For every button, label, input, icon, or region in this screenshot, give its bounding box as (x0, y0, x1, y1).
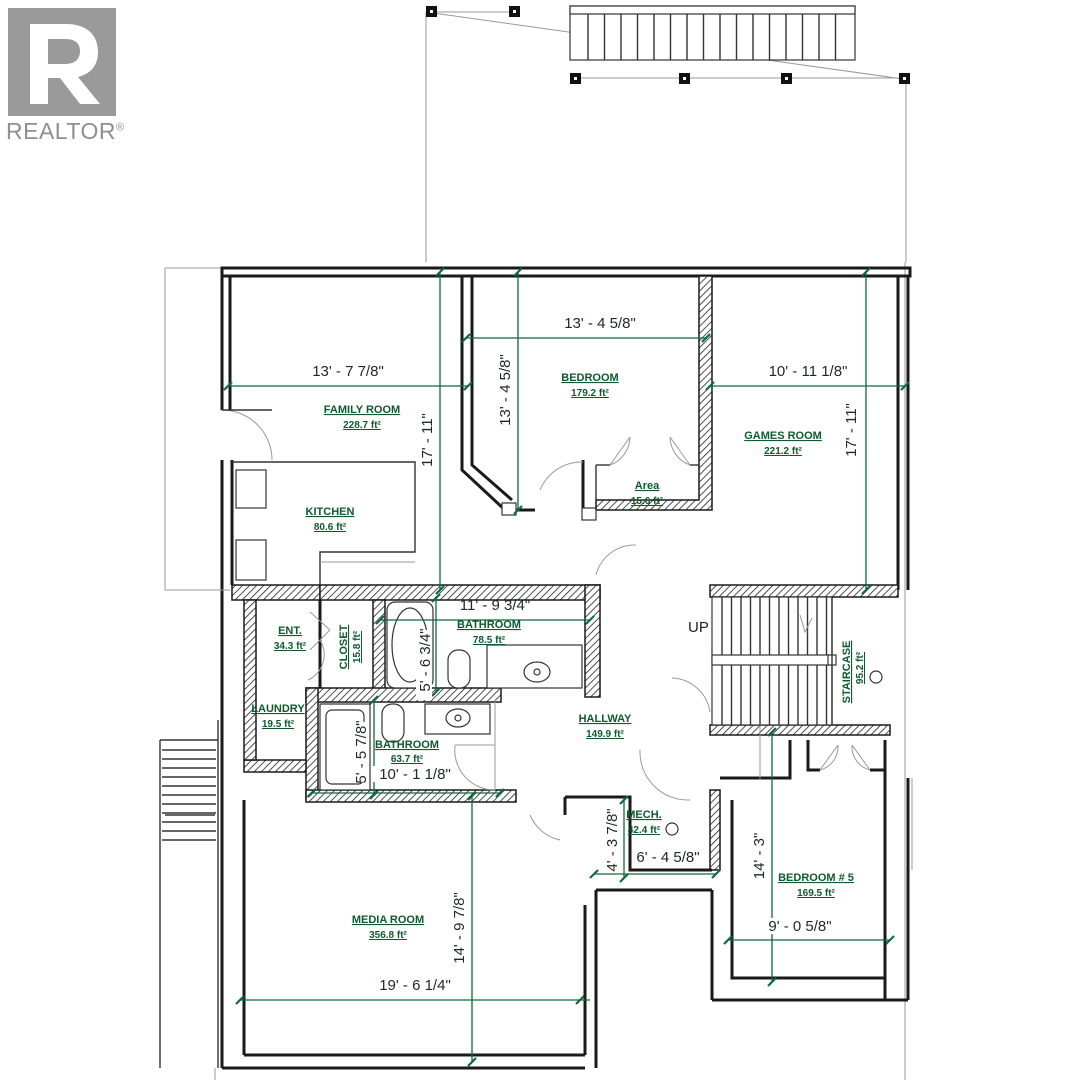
bedroom-walls (460, 275, 713, 521)
label-bedroom: BEDROOM (561, 372, 618, 384)
area-hallway: 149.9 ft² (586, 729, 624, 740)
area-bathroom-2: 63.7 ft² (391, 754, 424, 765)
dim-games-depth: 17' - 11" (843, 403, 860, 457)
realtor-logo (8, 8, 116, 116)
area-mech: 42.4 ft² (628, 825, 661, 836)
label-bedroom-5: BEDROOM # 5 (778, 872, 854, 884)
label-closet: CLOSET (338, 624, 350, 669)
label-kitchen: KITCHEN (306, 506, 355, 518)
dim-mech-width: 6' - 4 5/8" (636, 849, 699, 866)
dim-bed5-depth: 14' - 3" (751, 833, 768, 880)
exterior-stair-left (159, 589, 230, 1068)
label-hallway: HALLWAY (579, 713, 632, 725)
area-bedroom-5: 169.5 ft² (797, 888, 835, 899)
area-bathroom-1: 78.5 ft² (473, 635, 506, 646)
dim-bath1-width: 11' - 9 3/4" (460, 597, 530, 614)
area-staircase: 95.2 ft² (855, 651, 866, 684)
dim-bedroom-depth: 13' - 4 5/8" (497, 354, 514, 426)
dim-games-width: 10' - 11 1/8" (769, 363, 848, 380)
area-ent: 34.3 ft² (274, 641, 307, 652)
mech-fixtures (214, 778, 913, 1080)
dim-bath1-depth: 5' - 6 3/4" (417, 628, 434, 691)
dimension-labels: 13' - 7 7/8" 17' - 11" 13' - 4 5/8" 13' … (308, 315, 860, 994)
area-family-room: 228.7 ft² (343, 420, 381, 431)
stair-up-label: UP (688, 619, 709, 636)
area-games-room: 221.2 ft² (764, 446, 802, 457)
label-staircase: STAIRCASE (841, 641, 853, 704)
dim-bedroom-width: 13' - 4 5/8" (564, 315, 636, 332)
dim-bath2-width: 10' - 1 1/8" (379, 766, 451, 783)
area-media-room: 356.8 ft² (369, 930, 407, 941)
label-games-room: GAMES ROOM (744, 430, 822, 442)
kitchen-fixtures (221, 409, 416, 585)
label-mech: MECH. (626, 809, 661, 821)
area-laundry: 19.5 ft² (262, 719, 295, 730)
label-media-room: MEDIA ROOM (352, 914, 424, 926)
label-bathroom-2: BATHROOM (375, 739, 439, 751)
dim-media-width: 19' - 6 1/4" (379, 977, 451, 994)
area-area: 15.6 ft² (631, 496, 664, 507)
dim-mech-depth: 4' - 3 7/8" (604, 808, 621, 871)
label-family-room: FAMILY ROOM (324, 404, 400, 416)
label-laundry: LAUNDRY (251, 703, 305, 715)
registered-mark: ® (116, 121, 125, 134)
dim-family-depth: 17' - 11" (419, 413, 436, 467)
logo-text: REALTOR (6, 118, 117, 144)
deck (164, 5, 911, 1080)
label-bathroom-1: BATHROOM (457, 619, 521, 631)
dim-bath2-depth: 5' - 5 7/8" (353, 720, 370, 783)
bathroom-1-fixtures (386, 601, 583, 689)
realtor-wordmark: REALTOR® (6, 118, 125, 145)
area-closet: 15.8 ft² (352, 630, 363, 663)
exterior-walls (220, 266, 912, 1070)
area-bedroom: 179.2 ft² (571, 388, 609, 399)
label-ent: ENT. (278, 625, 302, 637)
label-area: Area (635, 480, 660, 492)
room-labels: FAMILY ROOM 228.7 ft² BEDROOM 179.2 ft² … (251, 372, 866, 941)
dim-family-width: 13' - 7 7/8" (312, 363, 384, 380)
interior-staircase (711, 596, 883, 726)
exterior-stair-top (569, 5, 856, 61)
area-kitchen: 80.6 ft² (314, 522, 347, 533)
dim-bed5-width: 9' - 0 5/8" (768, 918, 831, 935)
dim-media-depth: 14' - 9 7/8" (451, 892, 468, 964)
